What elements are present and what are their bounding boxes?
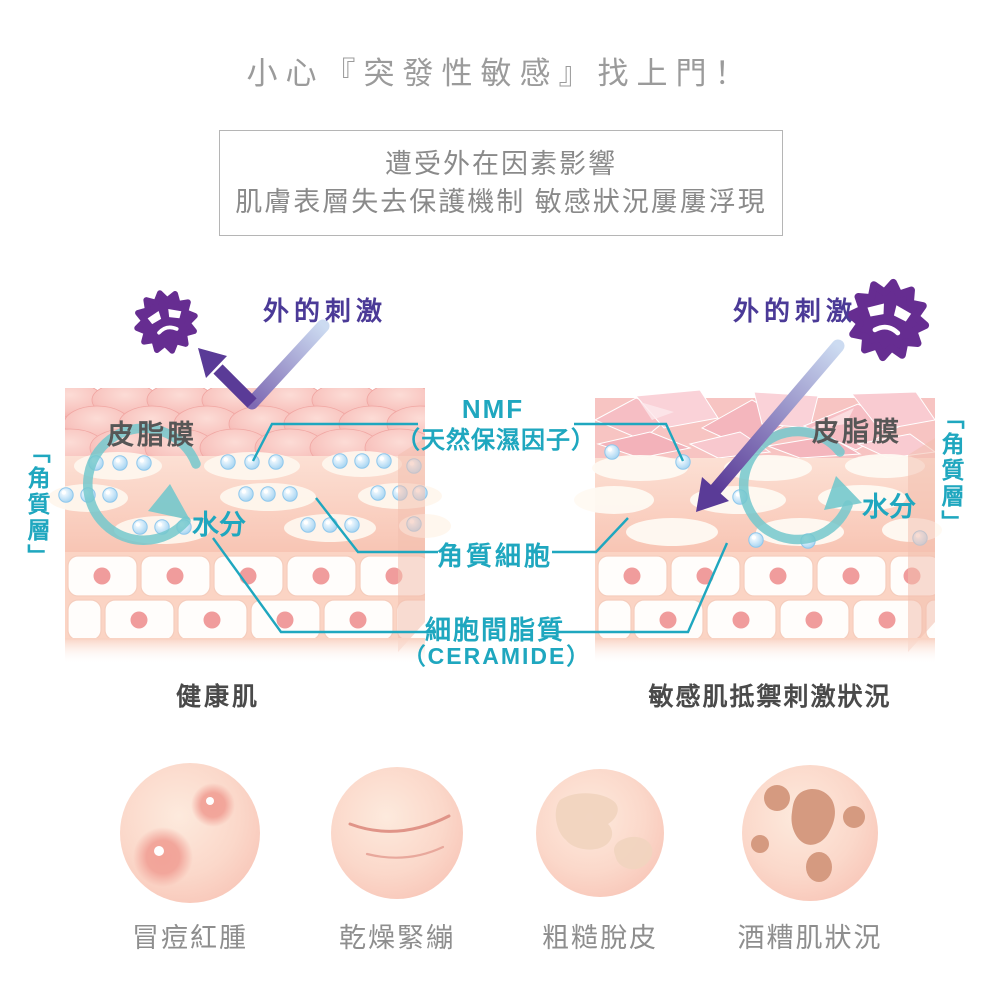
sebum-film-label-left: 皮脂膜 [107,420,197,450]
condition-circle-dryness [331,767,463,899]
condition-label-rosacea: 酒糟肌狀況 [737,923,883,953]
external-stimulus-label-left: 外的刺激 [263,296,388,326]
condition-label-dryness: 乾燥緊繃 [339,923,455,953]
moisture-cycle-arrow-left [83,423,201,545]
condition-label-acne: 冒痘紅腫 [132,923,248,953]
healthy-skin-caption: 健康肌 [175,683,261,711]
impact-arrow-right [696,339,845,512]
nmf-full-label: （天然保濕因子） [396,427,596,454]
moisture-cycle-arrow-right [738,426,862,545]
ceramide-label: （CERAMIDE） [402,643,592,669]
impact-arrow-left [198,319,330,410]
sebum-film-label-right: 皮脂膜 [812,417,902,447]
condition-label-peeling: 粗糙脫皮 [542,923,658,953]
moisture-label-right: 水分 [862,492,916,522]
virus-icon-left [131,287,201,357]
sensitive-skin-caption: 敏感肌抵禦刺激狀況 [648,683,892,711]
condition-circle-peeling [536,769,664,897]
corneocyte-label: 角質細胞 [436,541,554,571]
stratum-corneum-bracket-left: 「角質層」 [24,440,50,570]
condition-circle-acne [120,763,260,903]
intro-line-2: 肌膚表層失去保護機制 敏感狀況屢屢浮現 [235,187,767,217]
stratum-corneum-bracket-right: 「角質層」 [938,406,964,536]
intro-line-1: 遭受外在因素影響 [385,149,617,179]
annotation-connector-lines [212,422,729,634]
page-title: 小心『突發性敏感』找上門！ [246,56,754,91]
external-stimulus-label-right: 外的刺激 [733,296,858,326]
condition-circle-rosacea [742,765,878,901]
moisture-label-left: 水分 [192,510,246,540]
intro-box: 遭受外在因素影響 肌膚表層失去保護機制 敏感狀況屢屢浮現 [219,130,783,236]
virus-icon-right [845,277,930,362]
intercellular-lipid-label: 細胞間脂質 [424,615,566,645]
nmf-label: NMF [461,394,525,424]
